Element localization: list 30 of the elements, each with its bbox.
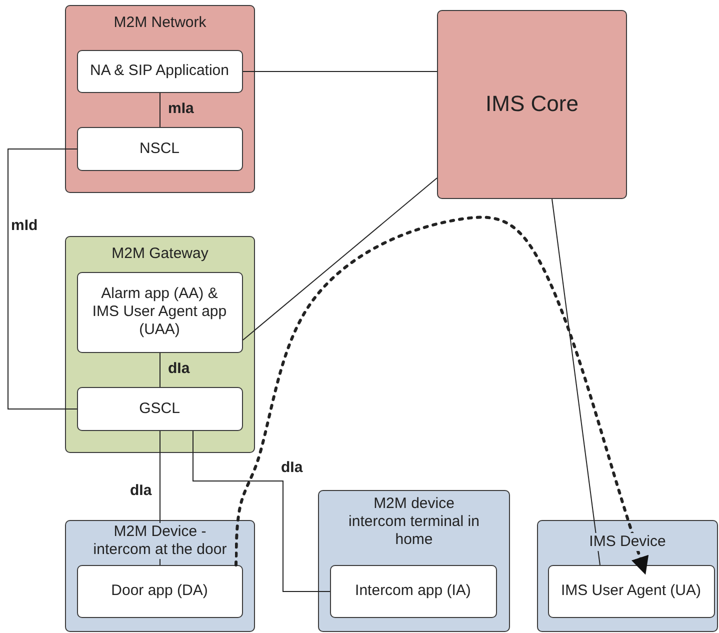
node-label: Door app (DA) [111, 582, 208, 600]
dotted-arrow [234, 216, 649, 575]
node-label: Intercom app (IA) [355, 582, 471, 600]
component-box [330, 564, 496, 618]
group-container [65, 5, 255, 193]
edge-label: dIa [168, 360, 190, 377]
group-container [65, 236, 255, 453]
component-box [76, 564, 242, 618]
connector-line [552, 198, 600, 566]
component-box [76, 50, 242, 92]
connector-line [242, 71, 438, 72]
node-label: IMS User Agent (UA) [560, 582, 702, 600]
connector-line [8, 148, 78, 410]
group-container [318, 490, 510, 632]
component-box [76, 272, 242, 352]
component-box [76, 126, 242, 170]
connector-line [242, 178, 438, 340]
connector-line [192, 430, 330, 592]
group-title: M2M Gateway [112, 245, 208, 263]
component-box [76, 386, 242, 430]
edge-label: mId [11, 217, 38, 234]
group-title: IMS Device [589, 533, 666, 551]
group-container [65, 520, 255, 632]
edge-label: dIa [281, 459, 303, 476]
group-container [537, 520, 718, 632]
component-box [548, 564, 714, 618]
core-box [437, 10, 627, 199]
edge-label: mIa [168, 100, 194, 117]
edge-label: dIa [130, 482, 152, 499]
node-label: NA & SIP Application [90, 62, 229, 80]
